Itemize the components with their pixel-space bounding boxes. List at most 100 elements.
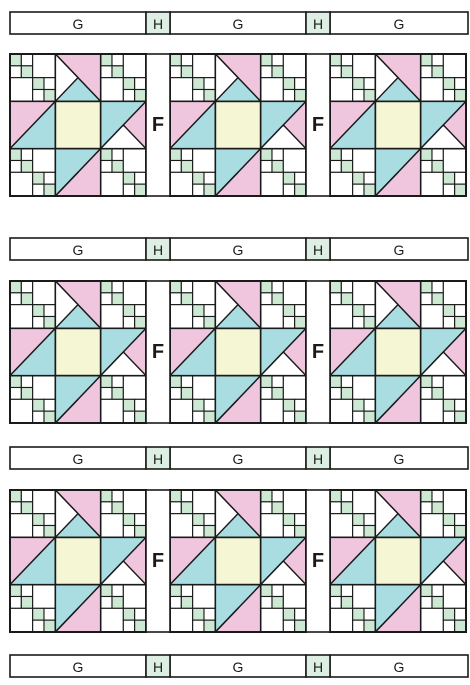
checker-square [10,597,21,609]
checker-square [33,411,44,423]
checker-square [101,293,112,305]
checker-square [44,399,55,411]
checker-square [353,411,364,423]
checker-square [330,149,341,161]
checker-square [330,388,341,400]
plain-square [193,281,216,305]
checker-square [193,620,204,632]
checker-square [10,585,21,597]
checker-square [283,90,294,102]
plain-square [193,376,216,400]
star-block [170,490,306,632]
checker-square [204,399,215,411]
plain-square [33,281,56,305]
checker-square [112,585,123,597]
checker-square [261,585,272,597]
checker-square [432,585,443,597]
checker-square [421,376,432,388]
corner-patch [330,490,375,537]
checker-square [135,305,146,317]
plain-square [353,149,376,173]
checker-square [421,388,432,400]
plain-square [193,490,216,514]
star-block [170,281,306,423]
checker-square [353,184,364,196]
checker-square [21,597,32,609]
checker-square [341,149,352,161]
corner-patch [421,54,466,101]
checker-square [21,490,32,502]
checker-square [283,399,294,411]
plain-square [353,376,376,400]
checker-square [432,161,443,173]
checker-square [455,305,466,317]
label-g: G [233,451,244,467]
checker-square [272,388,283,400]
plain-square [353,490,376,514]
checker-square [283,514,294,526]
checker-square [272,161,283,173]
checker-square [432,597,443,609]
plain-square [193,585,216,609]
checker-square [21,161,32,173]
corner-patch [170,54,215,101]
corner-patch [101,281,146,328]
label-g: G [233,242,244,258]
label-g: G [233,659,244,675]
checker-square [135,317,146,329]
checker-square [353,78,364,90]
checker-square [443,78,454,90]
plain-square [443,376,466,400]
checker-square [101,376,112,388]
center-square [55,537,100,584]
checker-square [364,514,375,526]
plain-square [33,54,56,78]
label-h: H [153,659,163,675]
checker-square [341,388,352,400]
checker-square [193,90,204,102]
checker-square [261,597,272,609]
checker-square [283,184,294,196]
label-h: H [313,451,323,467]
checker-square [44,305,55,317]
checker-square [261,149,272,161]
star-block [330,490,466,632]
label-f: F [152,550,164,572]
plain-square [123,54,146,78]
checker-square [455,608,466,620]
checker-square [295,399,306,411]
plain-square [283,281,306,305]
checker-square [443,514,454,526]
center-square [55,328,100,375]
plain-square [101,172,124,196]
checker-square [204,514,215,526]
checker-square [170,293,181,305]
checker-square [170,149,181,161]
checker-square [455,620,466,632]
plain-square [421,172,444,196]
checker-square [364,172,375,184]
checker-square [21,281,32,293]
checker-square [353,608,364,620]
checker-square [135,172,146,184]
checker-square [112,388,123,400]
checker-square [112,149,123,161]
corner-patch [330,585,375,632]
checker-square [21,585,32,597]
plain-square [101,399,124,423]
plain-square [421,78,444,102]
star-block [330,281,466,423]
plain-square [261,305,284,329]
checker-square [353,399,364,411]
checker-square [193,411,204,423]
checker-square [101,490,112,502]
checker-square [204,620,215,632]
star-block [10,281,146,423]
checker-square [112,281,123,293]
checker-square [170,376,181,388]
plain-square [330,305,353,329]
checker-square [33,399,44,411]
checker-square [33,78,44,90]
plain-square [421,608,444,632]
